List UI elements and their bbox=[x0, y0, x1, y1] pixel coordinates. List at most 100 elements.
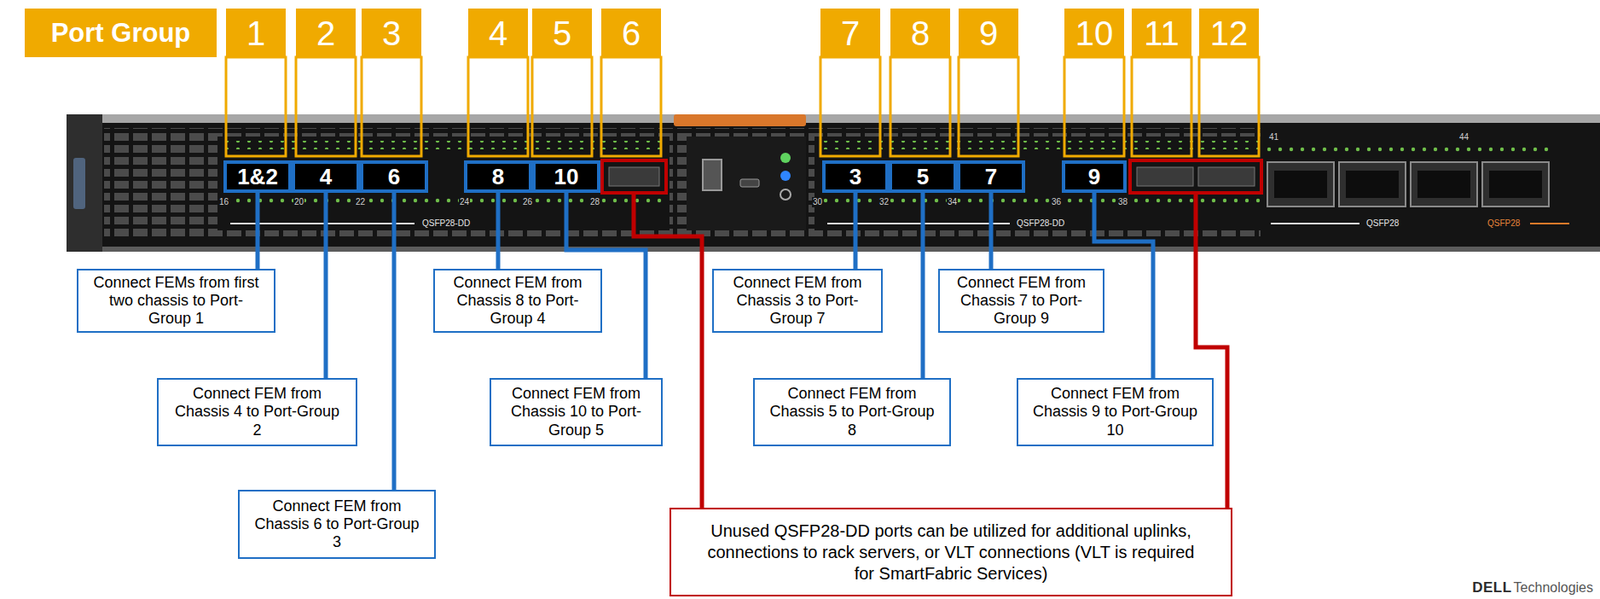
port-number: 22 bbox=[354, 197, 366, 208]
node-text: Connect FEM from Chassis 6 to Port-Group… bbox=[253, 497, 421, 551]
leader-line bbox=[853, 192, 858, 269]
port-label: 9 bbox=[1061, 160, 1127, 193]
pull-tab bbox=[673, 114, 806, 127]
qsfp28-port bbox=[1274, 170, 1328, 198]
node-text: Connect FEMs from first two chassis to P… bbox=[92, 273, 261, 328]
node-text: Connect FEM from Chassis 9 to Port-Group… bbox=[1031, 384, 1199, 439]
node-text: 9 bbox=[979, 16, 998, 51]
port-group-number: 11 bbox=[1131, 8, 1192, 58]
port-group-heading: Port Group bbox=[24, 8, 217, 58]
callout-box: Connect FEMs from first two chassis to P… bbox=[76, 268, 276, 333]
node-text: 5 bbox=[916, 165, 929, 188]
node-text: 4 bbox=[488, 16, 508, 51]
port-number: 34 bbox=[946, 197, 958, 208]
node-text: Connect FEM from Chassis 10 to Port-Grou… bbox=[504, 384, 648, 439]
port-group-number: 5 bbox=[532, 8, 592, 58]
brand-logo: Technologies bbox=[1513, 579, 1594, 596]
node-text: 11 bbox=[1143, 16, 1180, 51]
port-group-bracket bbox=[532, 57, 592, 157]
port-number: 16 bbox=[218, 197, 230, 208]
switch-ear bbox=[66, 114, 103, 252]
port-group-bracket bbox=[1131, 57, 1192, 157]
callout-box: Connect FEM from Chassis 9 to Port-Group… bbox=[1016, 377, 1214, 447]
node-text: 1 bbox=[246, 16, 266, 51]
port-group-bracket bbox=[226, 57, 286, 157]
status-led bbox=[780, 152, 791, 163]
node-text: 7 bbox=[840, 16, 860, 51]
node-text: Connect FEM from Chassis 3 to Port-Group… bbox=[727, 273, 868, 328]
port-number: 44 bbox=[1458, 132, 1470, 143]
node-text: 8 bbox=[492, 165, 505, 188]
led-row bbox=[820, 140, 1262, 150]
port-type-label: QSFP28-DD bbox=[1014, 218, 1067, 229]
node-text: 9 bbox=[1088, 165, 1101, 188]
qsfp28-dd-port bbox=[1136, 167, 1194, 186]
micro-usb-port bbox=[740, 179, 760, 187]
led-row bbox=[223, 197, 667, 207]
qsfp28-port bbox=[1410, 162, 1478, 207]
port-group-bracket bbox=[890, 57, 951, 157]
leader-line bbox=[392, 192, 397, 490]
port-label: 4 bbox=[291, 160, 360, 193]
port-group-bracket bbox=[295, 57, 356, 157]
port-group-number: 10 bbox=[1064, 8, 1125, 58]
node-text: 12 bbox=[1210, 16, 1249, 51]
leader-line bbox=[324, 192, 329, 378]
qsfp28-port bbox=[1417, 170, 1471, 198]
node-text: 3 bbox=[382, 16, 401, 51]
node-text: 8 bbox=[910, 16, 930, 51]
port-number: 30 bbox=[811, 197, 824, 208]
node-text: 10 bbox=[554, 165, 580, 188]
port-panel bbox=[1262, 127, 1600, 246]
node-text: 3 bbox=[849, 165, 862, 188]
node-text: Unused QSFP28-DD ports can be utilized f… bbox=[705, 520, 1197, 585]
port-label: 10 bbox=[532, 160, 601, 193]
port-group-bracket bbox=[820, 57, 881, 157]
callout-box: Connect FEM from Chassis 4 to Port-Group… bbox=[156, 377, 358, 447]
center-panel bbox=[686, 136, 806, 231]
port-group-bracket bbox=[958, 57, 1019, 157]
brand-logo: DELL bbox=[1472, 579, 1512, 597]
port-type-label: QSFP28-DD bbox=[420, 218, 472, 229]
port-group-number: 9 bbox=[958, 8, 1019, 58]
port-number: 36 bbox=[1050, 197, 1062, 208]
qsfp28-port bbox=[1267, 162, 1334, 207]
port-label: 1&2 bbox=[223, 160, 292, 193]
led-row bbox=[1264, 144, 1551, 154]
port-group-number: 12 bbox=[1199, 8, 1259, 58]
usb-port bbox=[702, 159, 722, 191]
qsfp28-dd-port bbox=[608, 167, 660, 186]
port-group-bracket bbox=[361, 57, 422, 157]
callout-box: Connect FEM from Chassis 5 to Port-Group… bbox=[753, 377, 951, 447]
node-text: 1&2 bbox=[237, 165, 279, 188]
qsfp28-dd-port bbox=[1198, 167, 1255, 186]
port-number: 28 bbox=[589, 197, 601, 208]
brand-logo: DELLTechnologies bbox=[1472, 579, 1594, 597]
port-type-label: QSFP28 bbox=[1485, 218, 1522, 229]
qsfp28-port bbox=[1489, 170, 1543, 198]
port-number: 41 bbox=[1268, 132, 1280, 143]
port-group-number: 1 bbox=[226, 8, 286, 58]
node-text: 6 bbox=[388, 165, 400, 188]
port-number: 32 bbox=[878, 197, 890, 208]
callout-box: Connect FEM from Chassis 8 to Port-Group… bbox=[433, 268, 603, 333]
port-group-number: 6 bbox=[601, 8, 661, 58]
port-label: 3 bbox=[822, 160, 889, 193]
leader-line bbox=[989, 192, 994, 269]
port-group-number: 7 bbox=[820, 8, 881, 58]
leader-line bbox=[255, 192, 261, 269]
note-box: Unused QSFP28-DD ports can be utilized f… bbox=[669, 507, 1233, 597]
node-text: Connect FEM from Chassis 4 to Port-Group… bbox=[172, 384, 343, 439]
port-number: 38 bbox=[1117, 197, 1129, 208]
switch-bezel bbox=[66, 246, 1600, 252]
port-label: 5 bbox=[888, 160, 957, 193]
qsfp28-port bbox=[1345, 170, 1399, 198]
port-label: 8 bbox=[463, 160, 533, 193]
port-group-bracket bbox=[1064, 57, 1125, 157]
unused-port-highlight bbox=[602, 160, 667, 193]
port-group-number: 4 bbox=[468, 8, 528, 58]
leader-line bbox=[496, 192, 501, 269]
qsfp28-port bbox=[1482, 162, 1549, 207]
marking-line bbox=[1530, 222, 1570, 225]
switch-latch bbox=[73, 157, 86, 209]
